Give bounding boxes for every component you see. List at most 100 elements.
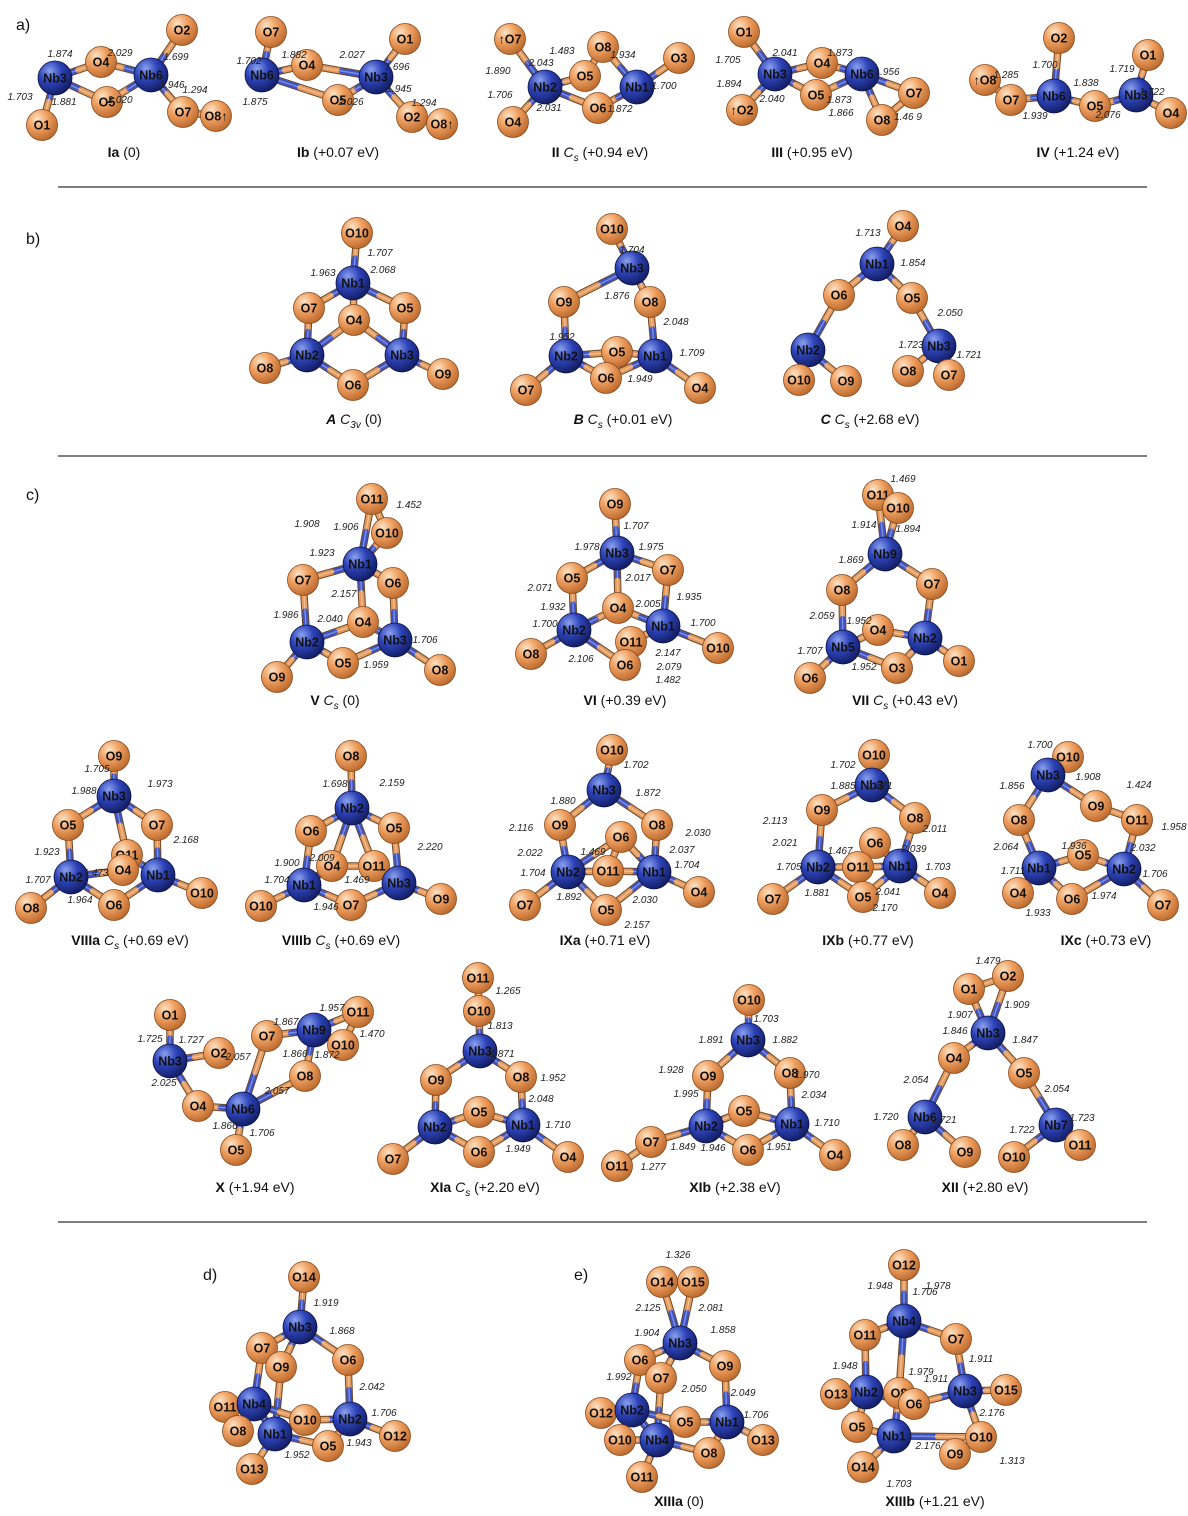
atom-o5: O5 [601,336,633,368]
bond-length-label: 2.025 [150,1078,176,1089]
bond-length-label: 1.933 [1025,908,1050,919]
atom-o1: O1 [154,999,186,1031]
atom-o8: O8 [335,740,367,772]
atom-nb1: Nb1 [342,546,378,582]
bond-length-label: 2.157 [623,920,649,931]
atom-label: O8 [23,902,40,916]
atom-o2: O2 [396,101,428,133]
atom-nb1: Nb1 [774,1106,810,1142]
atom-o7: O7 [377,1143,409,1175]
atom-o6: O6 [898,1388,930,1420]
atom-label: O1 [34,119,51,133]
atom-o8: O8 [505,1061,537,1093]
structure-caption: C Cs (+2.68 eV) [821,411,920,431]
bond-length-label: 1.700 [532,619,557,630]
atom-label: O4 [355,616,372,630]
atom-o14: O14 [847,1451,879,1483]
atom-o4: O4 [85,46,117,78]
caption-name: XII [942,1179,959,1195]
atom-o8: O8 [866,104,898,136]
atom-label: O4 [870,624,887,638]
atom-label: Nb6 [850,68,874,82]
atom-nb2: Nb2 [289,337,325,373]
structure-caption: II Cs (+0.94 eV) [552,144,648,164]
bond-length-label: 2.021 [771,838,797,849]
atom-o7: O7 [916,568,948,600]
bond-length-label: 1.705 [715,55,740,66]
caption-energy: (+0.69 eV) [119,932,189,948]
atom-label: O5 [849,1421,866,1435]
atom-o11: O11 [209,1391,241,1423]
bond-length-label: 1.698 [322,779,347,790]
atom-o8: O8 [899,802,931,834]
atom-label: O12 [589,1407,613,1421]
bond-length-label: 1.703 [886,1479,911,1490]
atom-o8: O8↑ [200,100,232,132]
atom-nb2: Nb2 [614,1392,650,1428]
atom-label: O6 [617,659,634,673]
atom-label: O1 [961,983,978,997]
bond-length-label: 1.719 [1109,64,1134,75]
atom-nb4: Nb4 [886,1303,922,1339]
bond-length-label: 1.936 [1061,841,1086,852]
atom-label: Nb2 [295,349,319,363]
atom-nb2: Nb2 [688,1108,724,1144]
atom-label: O2 [211,1047,228,1061]
bond-length-label: 2.031 [535,103,561,114]
atom-o4: O4 [819,1139,851,1171]
atom-nb1: Nb1 [1021,850,1057,886]
atom-o5: O5 [896,282,928,314]
structure-caption: VI (+0.39 eV) [584,692,667,708]
atom-o10: O10 [965,1421,997,1453]
atom-o10: O10 [783,364,815,396]
atom-o11: O11 [592,855,624,887]
atom-label: Nb3 [102,790,126,804]
atom-nb3: Nb3 [970,1015,1006,1051]
atom-o5: O5 [327,647,359,679]
atom-o8: O8 [222,1415,254,1447]
atom-o7: O7 [255,16,287,48]
atom-label: Nb3 [763,68,787,82]
atom-o1: O1 [26,109,58,141]
atom-nb6: Nb6 [844,56,880,92]
atom-label: O6 [632,1354,649,1368]
atom-o10: O10 [998,1141,1030,1173]
bond-length-label: 1.973 [147,779,172,790]
bond-length-label: 1.963 [310,268,335,279]
atom-o9: O9 [420,1064,452,1096]
atom-o6: O6 [377,567,409,599]
caption-symmetry-sub: s [325,941,330,952]
atom-label: O7 [765,893,782,907]
caption-name: III [771,144,783,160]
atom-label: O7 [653,1372,670,1386]
bond-length-label: 1.978 [925,1281,950,1292]
atom-label: O10 [467,1005,491,1019]
bond-length-label: 1.706 [371,1408,396,1419]
atom-label: Nb1 [348,558,372,572]
atom-label: Nb1 [292,879,316,893]
atom-label: O7 [343,899,360,913]
caption-symmetry-sub: s [598,420,603,431]
bond-length-label: 2.176 [914,1441,940,1452]
caption-energy: (0) [361,411,382,427]
bond-length-label: 1.702 [830,760,855,771]
bond-length-label: 1.928 [658,1065,683,1076]
caption-symmetry: C [455,1179,466,1195]
atom-label: O10 [331,1039,355,1053]
atom-o4: O4 [683,876,715,908]
caption-energy: (+0.39 eV) [597,692,667,708]
atom-o14: O14 [646,1266,678,1298]
atom-label: Nb2 [806,861,830,875]
bond-length-label: 1.872 [607,104,632,115]
atom-o5: O5 [590,894,622,926]
atom-label: O3 [889,662,906,676]
caption-energy: (+0.95 eV) [783,144,853,160]
atom-label: O11 [597,865,620,879]
